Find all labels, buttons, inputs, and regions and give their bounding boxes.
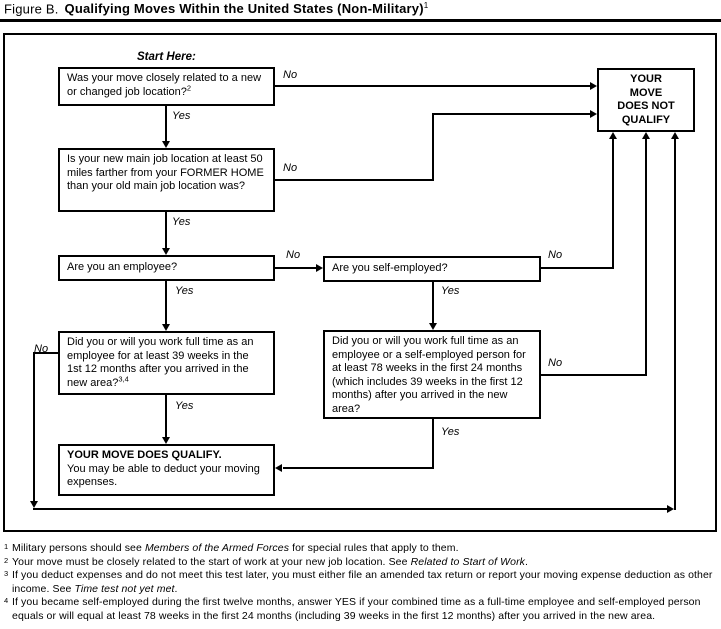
arrowhead	[162, 248, 170, 255]
question-text: Did you or will you work full time as an…	[67, 336, 254, 389]
arrowhead	[162, 324, 170, 331]
flowchart-box-job-related: Was your move closely related to a new o…	[58, 67, 275, 106]
connector-q5-no	[33, 508, 667, 510]
flowchart-box-78-weeks-test: Did you or will you work full time as an…	[323, 330, 541, 419]
arrowhead	[275, 464, 282, 472]
footnote-italic-text: Related to Start of Work	[410, 555, 526, 568]
arrowhead	[609, 132, 617, 139]
footnote-text: .	[525, 555, 529, 568]
footnote-italic-text: Time test not yet met	[74, 582, 175, 595]
footnote-marker: 4	[4, 596, 9, 605]
label-no: No	[286, 249, 301, 261]
result-heading: YOUR MOVE DOES QUALIFY.	[67, 449, 222, 461]
question-text: Did you or will you work full time as an…	[332, 335, 526, 415]
figure-label: Figure B.	[4, 1, 59, 17]
connector-q2-no	[432, 113, 434, 181]
footnote-italic-text: Members of the Armed Forces	[144, 542, 290, 554]
connector-q5-yes	[165, 395, 167, 437]
label-yes: Yes	[172, 110, 191, 122]
connector-q2-no	[275, 179, 434, 181]
connector-q6-yes	[432, 419, 434, 469]
question-text: Are you an employee?	[67, 261, 178, 274]
flowchart-box-qualify-result: YOUR MOVE DOES QUALIFY. You may be able …	[58, 444, 275, 496]
footnote-text: If you became self-employed during the f…	[12, 596, 701, 622]
connector-q1-no	[275, 85, 590, 87]
question-text: Is your new main job location at least 5…	[67, 153, 264, 192]
footnote-text: .	[174, 582, 178, 595]
connector-q3-no	[275, 267, 316, 269]
flowchart-box-self-employed: Are you self-employed?	[323, 256, 541, 282]
result-line: MOVE	[629, 86, 663, 99]
result-line: DOES NOT	[617, 100, 675, 112]
label-no: No	[548, 357, 563, 369]
footnote-marker: 3,4	[118, 373, 129, 383]
flowchart-box-employee: Are you an employee?	[58, 255, 275, 281]
arrowhead	[162, 437, 170, 444]
connector-q6-no	[645, 139, 647, 376]
arrowhead	[590, 82, 597, 90]
connector-q2-yes	[165, 212, 167, 248]
footnote-text: Military persons should see	[12, 542, 145, 554]
footnote-text: for special rules that apply to them.	[289, 542, 459, 554]
connector-q4-no	[612, 139, 614, 269]
footnote-text: If you deduct expenses and do not meet t…	[12, 569, 713, 595]
result-line: QUALIFY	[621, 113, 671, 126]
connector-q5-no	[33, 352, 58, 354]
question-text: Are you self-employed?	[332, 262, 448, 275]
arrowhead	[671, 132, 679, 139]
question-text: Was your move closely related to a new o…	[67, 72, 262, 98]
arrowhead	[667, 505, 674, 513]
label-no: No	[548, 249, 563, 261]
footnote-marker: 3	[4, 569, 9, 578]
connector-q2-no	[432, 113, 590, 115]
connector-q1-yes	[165, 106, 167, 141]
result-line: YOUR	[630, 73, 662, 85]
footnote-marker: 2	[4, 555, 9, 565]
connector-q5-no	[674, 139, 676, 510]
title-footnote-marker: 1	[423, 1, 429, 10]
label-yes: Yes	[172, 216, 191, 228]
arrowhead	[642, 132, 650, 139]
flowchart-box-not-qualify-result: YOUR MOVE DOES NOT QUALIFY	[597, 68, 695, 132]
flowchart-box-distance-test: Is your new main job location at least 5…	[58, 148, 275, 212]
arrowhead	[590, 110, 597, 118]
label-yes: Yes	[441, 285, 460, 297]
label-yes: Yes	[175, 400, 194, 412]
footnote-text: Your move must be closely related to the…	[12, 555, 411, 568]
connector-q6-yes	[283, 467, 434, 469]
arrowhead	[162, 141, 170, 148]
arrowhead	[429, 323, 437, 330]
arrowhead	[30, 501, 38, 508]
flowchart-box-39-weeks-test: Did you or will you work full time as an…	[58, 331, 275, 395]
connector-q4-no	[541, 267, 614, 269]
label-no: No	[283, 162, 298, 174]
connector-q6-no	[541, 374, 647, 376]
figure-title-text: Qualifying Moves Within the United State…	[64, 1, 424, 17]
footnote-marker: 1	[4, 542, 9, 551]
start-here-label: Start Here:	[137, 51, 196, 63]
label-yes: Yes	[175, 285, 194, 297]
footnote-marker: 2	[186, 82, 192, 92]
arrowhead	[316, 264, 323, 272]
connector-q4-yes	[432, 282, 434, 323]
title-rule	[0, 19, 721, 22]
figure-title: Figure B. Qualifying Moves Within the Uni…	[4, 1, 428, 16]
connector-q3-yes	[165, 281, 167, 324]
connector-q5-no	[33, 352, 35, 501]
label-no: No	[283, 69, 298, 81]
label-yes: Yes	[441, 426, 460, 438]
result-text: You may be able to deduct your moving ex…	[67, 462, 260, 489]
